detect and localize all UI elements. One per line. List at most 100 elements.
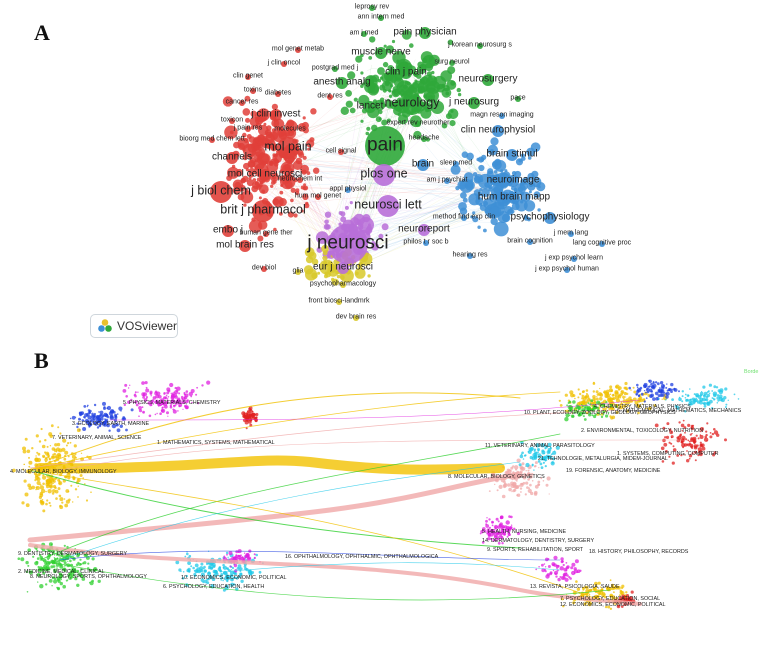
overlay-dot: [501, 494, 506, 499]
overlay-dot: [178, 392, 181, 395]
overlay-dot: [173, 391, 176, 394]
network-node-glia: [295, 269, 301, 275]
overlay-dot: [222, 579, 224, 582]
overlay-dot: [23, 479, 27, 483]
network-label: mol genet metab: [272, 45, 324, 52]
overlay-dot: [516, 458, 521, 463]
overlay-dot: [521, 462, 525, 466]
overlay-dot: [235, 550, 239, 554]
overlay-dot: [505, 520, 510, 525]
network-node: [293, 213, 298, 218]
overlay-dot: [508, 487, 512, 492]
overlay-dot: [521, 466, 526, 471]
network-label: am j med: [350, 29, 379, 36]
overlay-dot: [585, 411, 589, 415]
overlay-dot: [56, 567, 58, 569]
overlay-dot: [533, 450, 536, 452]
overlay-dot: [633, 390, 637, 394]
network-node: [300, 209, 304, 213]
overlay-dot: [545, 454, 550, 459]
network-node: [245, 117, 250, 123]
overlay-dot: [596, 406, 599, 409]
overlay-dot: [45, 550, 47, 553]
overlay-dot: [106, 405, 112, 411]
overlay-dot: [494, 527, 497, 530]
overlay-dot: [699, 394, 702, 397]
overlay-dot: [103, 423, 107, 427]
overlay-dot: [619, 403, 622, 406]
network-node: [349, 107, 356, 114]
overlay-dot: [520, 482, 524, 486]
overlay-dot: [41, 498, 44, 501]
overlay-dot: [72, 475, 74, 478]
overlay-dot: [47, 489, 52, 494]
overlay-dot: [193, 572, 197, 576]
right-map-label: 18. HISTORY, PHILOSOPHY, RECORDS: [589, 549, 689, 555]
overlay-dot: [681, 430, 684, 432]
network-label: muscle nerve: [351, 47, 411, 58]
overlay-dot: [590, 399, 594, 402]
network-node: [481, 188, 490, 197]
network-node: [425, 78, 430, 83]
overlay-dot: [537, 460, 541, 463]
overlay-dot: [145, 396, 148, 399]
overlay-dot: [665, 450, 668, 453]
overlay-dot: [706, 391, 709, 393]
network-node: [242, 175, 249, 183]
network-node: [493, 170, 498, 174]
overlay-dot: [555, 445, 560, 450]
overlay-dot: [181, 398, 184, 401]
overlay-dot: [218, 575, 221, 578]
overlay-dot: [622, 399, 627, 404]
overlay-dot: [498, 484, 503, 489]
overlay-dot: [99, 410, 104, 415]
overlay-dot: [514, 465, 519, 470]
network-node: [367, 274, 371, 278]
overlay-dot: [711, 407, 714, 410]
overlay-dot: [690, 437, 694, 441]
overlay-dot: [613, 591, 615, 594]
overlay-dot: [708, 383, 713, 387]
network-node: [472, 216, 479, 223]
overlay-dot: [566, 404, 568, 407]
overlay-dot: [184, 393, 189, 398]
overlay-dot: [574, 559, 579, 564]
overlay-dot: [50, 543, 53, 546]
overlay-dot: [620, 390, 623, 393]
network-node: [279, 211, 283, 216]
overlay-dot: [565, 413, 570, 418]
overlay-dot: [672, 448, 677, 452]
overlay-dot: [61, 574, 64, 577]
overlay-dot: [91, 557, 95, 561]
overlay-dot: [487, 537, 491, 541]
overlay-dot: [222, 563, 225, 567]
network-node: [360, 119, 364, 123]
overlay-dot: [55, 454, 60, 459]
network-node: [258, 148, 262, 152]
overlay-dot: [79, 418, 81, 421]
network-node: [450, 164, 461, 175]
overlay-dot: [621, 584, 625, 588]
overlay-dot: [222, 566, 225, 569]
network-node: [443, 85, 450, 92]
network-node: [256, 153, 270, 166]
network-node-neurochem-int: [297, 177, 303, 183]
overlay-dot: [174, 386, 177, 390]
network-node-anesth-analg: [336, 77, 348, 89]
overlay-dot: [71, 415, 76, 420]
overlay-dot: [82, 477, 84, 479]
overlay-dot: [200, 572, 205, 577]
network-node: [379, 76, 384, 80]
network-node: [447, 66, 456, 75]
network-node: [239, 184, 246, 192]
overlay-dot: [225, 575, 231, 581]
overlay-dot: [242, 414, 247, 419]
network-node: [284, 180, 293, 189]
overlay-dot: [576, 569, 581, 573]
network-node: [280, 184, 284, 187]
overlay-dot: [611, 583, 614, 587]
overlay-dot: [76, 554, 80, 558]
overlay-dot: [662, 438, 666, 443]
overlay-dot: [180, 570, 182, 573]
network-label: neurosci lett: [354, 197, 422, 211]
